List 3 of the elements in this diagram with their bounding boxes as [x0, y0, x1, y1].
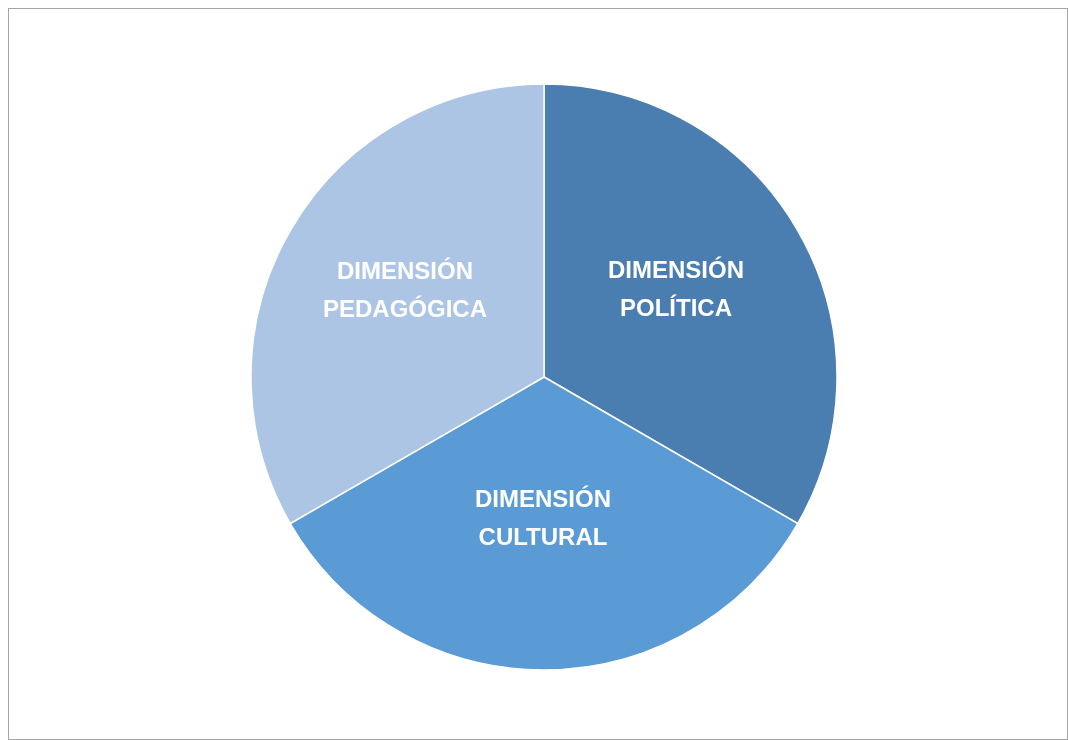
slice-label: DIMENSIÓN CULTURAL — [474, 484, 612, 552]
slice-label: DIMENSIÓN POLÍTICA — [607, 255, 745, 323]
slice-label: DIMENSIÓN PEDAGÓGICA — [322, 256, 488, 324]
